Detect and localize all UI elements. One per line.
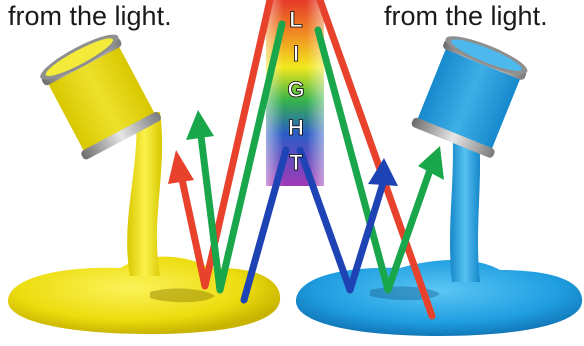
green-arrowhead-left	[186, 110, 214, 140]
red-arrowhead-left	[168, 150, 194, 184]
blue-arrowhead-right	[368, 158, 398, 186]
light-letter: T	[289, 150, 303, 175]
light-letter: L	[289, 7, 302, 32]
light-letter: H	[288, 115, 304, 140]
light-letter: I	[293, 41, 299, 66]
blue-paint-can-icon	[410, 29, 531, 158]
yellow-paint-stream	[127, 112, 162, 276]
blue-paint-puddle	[296, 260, 582, 336]
light-letter: G	[287, 77, 304, 102]
